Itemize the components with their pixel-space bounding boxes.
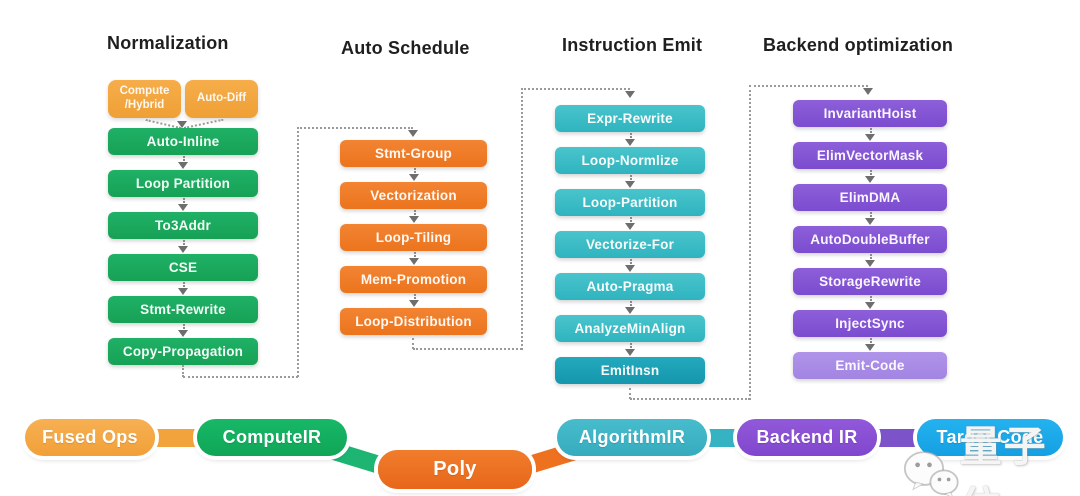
title-backend-optimization: Backend optimization <box>763 35 954 55</box>
pass-box: EmitInsn <box>555 357 705 384</box>
pass-box: Stmt-Group <box>340 140 487 167</box>
arrow-down-icon <box>340 167 487 182</box>
pass-box: Stmt-Rewrite <box>108 296 258 323</box>
pass-box: InvariantHoist <box>793 100 947 127</box>
arrow-down-icon <box>793 211 947 226</box>
arrow-down-icon <box>108 239 258 254</box>
arrow-down-icon <box>340 293 487 308</box>
pass-box: Loop Partition <box>108 170 258 197</box>
pass-box: ElimDMA <box>793 184 947 211</box>
connector-line <box>183 376 298 378</box>
pill-target-code: Target Code <box>917 419 1063 456</box>
arrow-down-icon <box>793 127 947 142</box>
arrow-down-icon <box>108 197 258 212</box>
arrow-down-icon <box>340 209 487 224</box>
pass-box: To3Addr <box>108 212 258 239</box>
arrow-down-icon <box>555 216 705 231</box>
connector-line <box>749 85 751 400</box>
pass-box: Emit-Code <box>793 352 947 379</box>
connector-line <box>297 127 413 129</box>
normalization-column: Auto-Inline Loop Partition To3Addr CSE S… <box>108 128 258 365</box>
pass-box: Copy-Propagation <box>108 338 258 365</box>
connector-line <box>413 348 522 350</box>
pass-box: Expr-Rewrite <box>555 105 705 132</box>
pass-box: ElimVectorMask <box>793 142 947 169</box>
pipeline-connector <box>696 429 748 447</box>
pass-box: Auto-Inline <box>108 128 258 155</box>
title-normalization: Normalization <box>107 33 229 53</box>
arrow-down-icon <box>625 91 635 103</box>
backend-optimization-column: InvariantHoist ElimVectorMask ElimDMA Au… <box>793 100 947 379</box>
pass-box: Loop-Normlize <box>555 147 705 174</box>
arrow-down-icon <box>555 132 705 147</box>
pill-fused-ops: Fused Ops <box>25 419 155 456</box>
input-box-label: Compute <box>119 85 170 98</box>
connector-line <box>521 88 630 90</box>
pass-box: CSE <box>108 254 258 281</box>
arrow-down-icon <box>177 121 187 133</box>
arrow-down-icon <box>793 169 947 184</box>
pill-compute-ir: ComputeIR <box>197 419 347 456</box>
pass-box: Loop-Distribution <box>340 308 487 335</box>
input-box-label: /Hybrid <box>124 99 165 111</box>
title-auto-schedule: Auto Schedule <box>341 38 470 58</box>
connector-line <box>297 127 299 377</box>
arrow-down-icon <box>108 281 258 296</box>
pill-poly: Poly <box>378 450 532 489</box>
pass-box: Vectorization <box>340 182 487 209</box>
arrow-down-icon <box>555 300 705 315</box>
pass-box: Vectorize-For <box>555 231 705 258</box>
title-instruction-emit: Instruction Emit <box>562 35 703 55</box>
arrow-down-icon <box>408 130 418 142</box>
arrow-down-icon <box>555 342 705 357</box>
pill-algorithm-ir: AlgorithmIR <box>557 419 707 456</box>
instruction-emit-column: Expr-Rewrite Loop-Normlize Loop-Partitio… <box>555 105 705 384</box>
connector-line <box>629 388 631 399</box>
connector-line <box>630 398 750 400</box>
auto-schedule-column: Stmt-Group Vectorization Loop-Tiling Mem… <box>340 140 487 335</box>
arrow-down-icon <box>863 88 873 100</box>
arrow-down-icon <box>555 174 705 189</box>
connector-line <box>182 365 184 377</box>
pass-box: Loop-Tiling <box>340 224 487 251</box>
input-box-auto-diff: Auto-Diff <box>185 80 258 118</box>
connector-line <box>521 88 523 350</box>
pass-box: InjectSync <box>793 310 947 337</box>
arrow-down-icon <box>108 155 258 170</box>
pipeline-connector <box>866 429 928 447</box>
pass-box: AnalyzeMinAlign <box>555 315 705 342</box>
arrow-down-icon <box>340 251 487 266</box>
pass-box: AutoDoubleBuffer <box>793 226 947 253</box>
input-box-compute-hybrid: Compute /Hybrid <box>108 80 181 118</box>
pass-box: Auto-Pragma <box>555 273 705 300</box>
pill-backend-ir: Backend IR <box>737 419 877 456</box>
arrow-down-icon <box>793 337 947 352</box>
connector-line <box>412 338 414 349</box>
arrow-down-icon <box>108 323 258 338</box>
arrow-down-icon <box>793 295 947 310</box>
input-box-label: Auto-Diff <box>196 92 247 105</box>
pass-box: StorageRewrite <box>793 268 947 295</box>
arrow-down-icon <box>555 258 705 273</box>
pass-box: Mem-Promotion <box>340 266 487 293</box>
connector-line <box>749 85 868 87</box>
pass-box: Loop-Partition <box>555 189 705 216</box>
arrow-down-icon <box>793 253 947 268</box>
pipeline-connector <box>150 429 200 447</box>
